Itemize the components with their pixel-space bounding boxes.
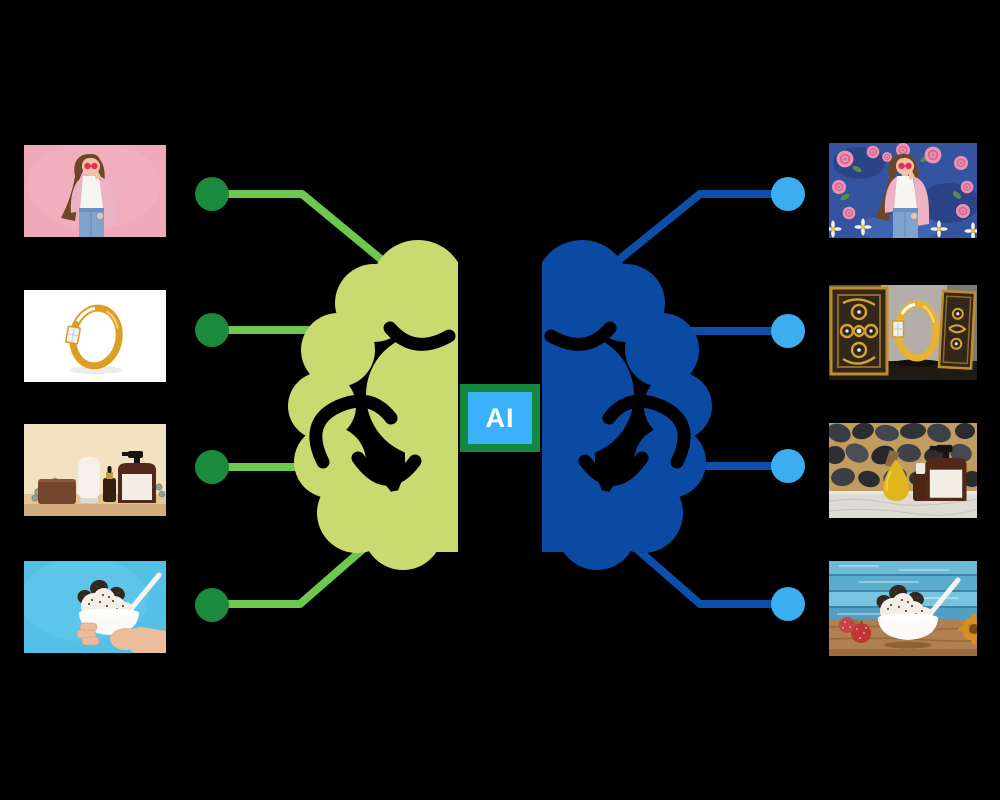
- ai-chip-label: AI: [485, 402, 515, 433]
- gold-ring: [891, 300, 940, 362]
- output-photo-ring: [829, 285, 977, 380]
- cosmetics-marble-illustration: [829, 423, 977, 518]
- right-filigree-panel: [937, 289, 977, 370]
- output-connector-1: [607, 190, 788, 271]
- input-connector-lines: [212, 190, 391, 608]
- left-filigree-panel: [829, 286, 889, 376]
- ai-chip: AI: [460, 384, 540, 452]
- model-floral-illustration: [829, 143, 977, 238]
- input-dot-1: [195, 177, 229, 211]
- input-dot-4: [195, 588, 229, 622]
- output-photo-icecream: [829, 561, 977, 656]
- input-dot-2: [195, 313, 229, 347]
- input-connector-dots: [195, 177, 229, 622]
- output-photo-cosmetics: [829, 423, 977, 518]
- output-dot-4: [771, 587, 805, 621]
- output-photo-model: [829, 143, 977, 238]
- output-connector-4: [627, 539, 788, 608]
- output-dot-2: [771, 314, 805, 348]
- input-photo-ring: [24, 290, 166, 382]
- output-dot-1: [771, 177, 805, 211]
- input-dot-3: [195, 450, 229, 484]
- output-connector-dots: [771, 177, 805, 621]
- input-photo-cosmetics: [24, 424, 166, 516]
- icecream-blue-illustration: [24, 561, 166, 653]
- output-dot-3: [771, 449, 805, 483]
- sunflower: [958, 613, 977, 645]
- icecream-wood-illustration: [829, 561, 977, 656]
- model-pink-illustration: [24, 145, 166, 237]
- input-connector-4: [212, 539, 373, 608]
- ring-white-illustration: [24, 290, 166, 382]
- right-brain-hemisphere: [542, 240, 712, 570]
- stone-mosaic: [829, 423, 977, 488]
- frosted-berries: [839, 617, 871, 643]
- input-photo-icecream: [24, 561, 166, 653]
- ring-ornate-illustration: [829, 285, 977, 380]
- cosmetics-beige-illustration: [24, 424, 166, 516]
- input-connector-1: [212, 190, 391, 269]
- input-photo-model: [24, 145, 166, 237]
